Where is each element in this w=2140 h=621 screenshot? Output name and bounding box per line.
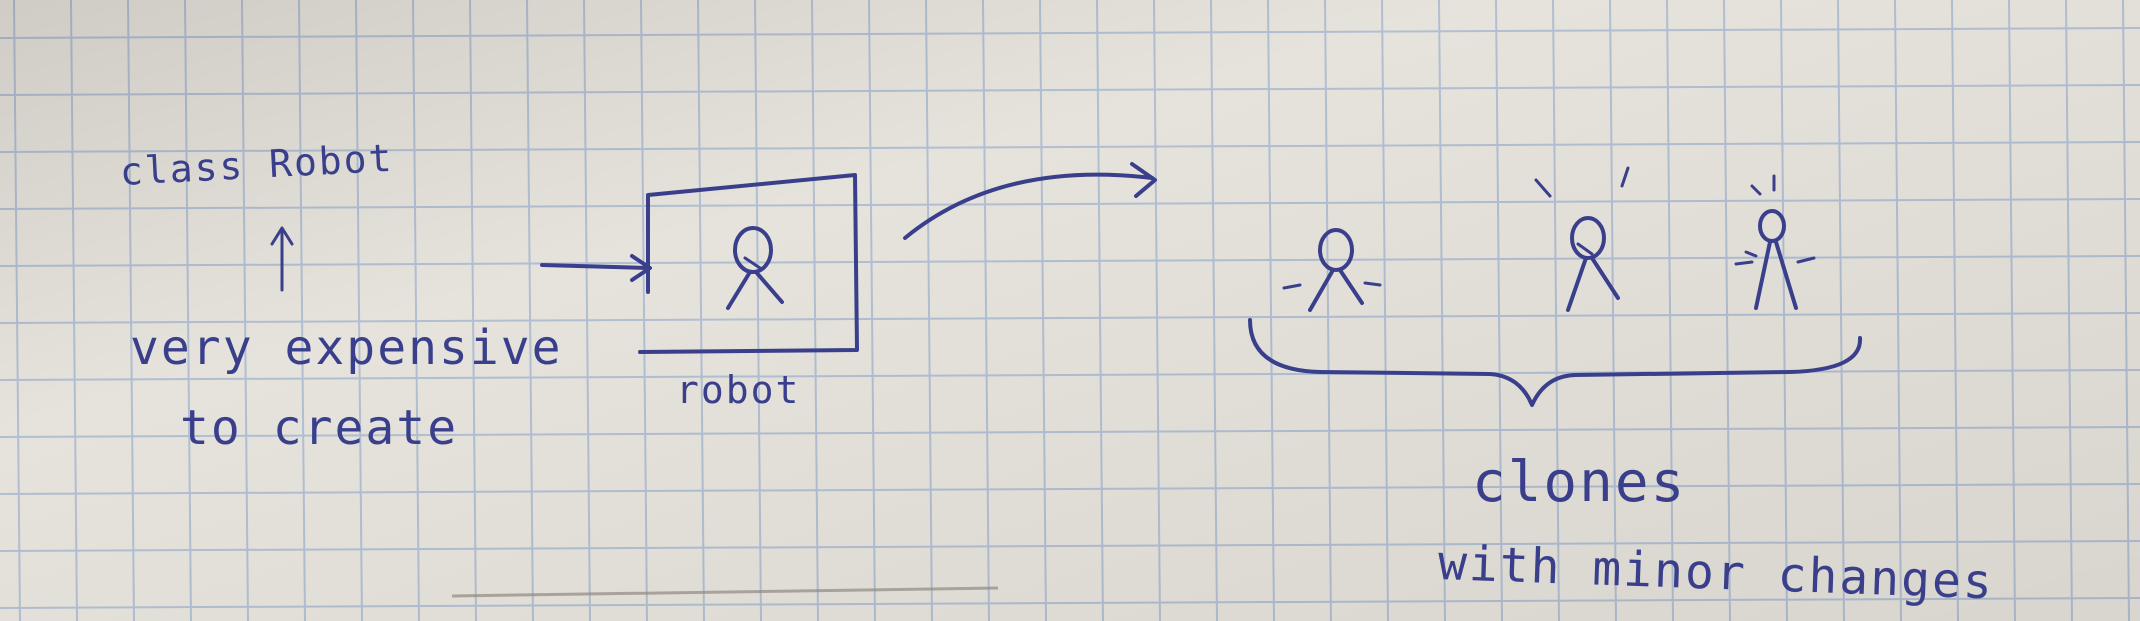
curved-arrow-to-clones (903, 162, 1157, 240)
robot-box (638, 173, 859, 354)
robot-figure (726, 226, 784, 310)
clone-figure-1 (1282, 228, 1382, 312)
pencil-line (451, 586, 999, 598)
up-arrow (270, 226, 294, 292)
robot-caption: robot (676, 368, 801, 412)
clone-figure-3 (1734, 174, 1816, 310)
clone-figure-2 (1534, 166, 1630, 312)
expensive-note-line1: very expensive (130, 320, 563, 376)
clones-label: clones (1472, 450, 1687, 515)
clones-brace (1248, 318, 1863, 407)
expensive-note-line2: to create (180, 400, 459, 456)
